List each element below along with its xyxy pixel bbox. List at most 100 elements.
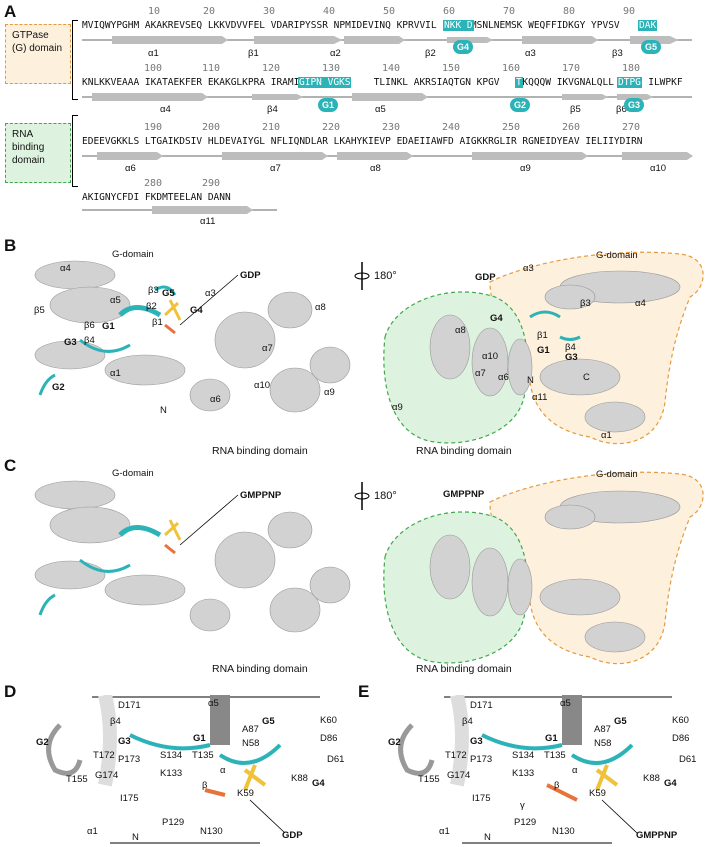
- residue-label: T172: [93, 750, 115, 761]
- g3-label: G3: [470, 736, 483, 747]
- seq-num: 250: [502, 122, 521, 133]
- residue-label: N58: [594, 738, 612, 749]
- ligand-label: GMPPNP: [636, 830, 678, 841]
- residue-label: G174: [95, 770, 119, 781]
- motif-highlight: DTPG: [617, 77, 642, 88]
- seq-num: 290: [202, 178, 221, 189]
- seq-num: 80: [563, 6, 576, 17]
- ss-label: β1: [248, 48, 259, 59]
- rna-domain-box: RNA binding domain: [5, 123, 71, 183]
- ss-label: α5: [375, 104, 386, 115]
- residue-label: γ: [520, 800, 525, 811]
- residue-label: β4: [462, 716, 473, 727]
- seq-num: 120: [262, 63, 281, 74]
- g3-label: G3: [118, 736, 131, 747]
- ss-label: β4: [565, 342, 576, 353]
- ss-label: α2: [330, 48, 341, 59]
- ss-label: α1: [601, 430, 612, 441]
- ss-label: β3: [612, 48, 623, 59]
- seq-num: 60: [443, 6, 456, 17]
- residue-label: P173: [470, 754, 493, 765]
- seq-num: 20: [203, 6, 216, 17]
- ss-label: α1: [148, 48, 159, 59]
- residue-label: N: [484, 832, 491, 843]
- ss-label: α9: [520, 163, 531, 174]
- g1-label: G1: [193, 733, 206, 744]
- g-domain-label: G-domain: [112, 468, 154, 479]
- seq-num: 70: [503, 6, 516, 17]
- residue-label: P173: [118, 754, 141, 765]
- residue-label: β: [554, 780, 560, 791]
- ligand-label: GDP: [240, 270, 261, 281]
- seq-num: 200: [202, 122, 221, 133]
- seq-text: MVIQWYPGHM AKAKREVSEQ LKKVDVVFEL VDARIPY…: [82, 20, 654, 31]
- panel-label-d: D: [4, 682, 17, 701]
- seq-num: 30: [263, 6, 276, 17]
- g5-badge: G5: [641, 40, 661, 54]
- residue-label: T155: [418, 774, 440, 785]
- rna-domain-label: RNA binding domain: [12, 129, 45, 166]
- g1-label: G1: [537, 345, 550, 356]
- seq-num: 220: [322, 122, 341, 133]
- rotate-icon: [354, 262, 370, 290]
- ss-label: β6: [84, 320, 95, 331]
- g5-label: G5: [614, 716, 627, 727]
- ss-label: α7: [475, 368, 486, 379]
- ss-label: α4: [60, 263, 71, 274]
- panel-label-c: C: [4, 456, 17, 475]
- rna-bracket: [72, 115, 78, 187]
- ss-label: α6: [125, 163, 136, 174]
- ligand-label: GDP: [282, 830, 303, 841]
- residue-label: T135: [192, 750, 214, 761]
- seq-num: 280: [144, 178, 163, 189]
- residue-label: T172: [445, 750, 467, 761]
- g3-label: G3: [64, 337, 77, 348]
- ss-label: α7: [270, 163, 281, 174]
- residue-label: α1: [439, 826, 450, 837]
- ss-label: β4: [84, 335, 95, 346]
- residue-label: N130: [200, 826, 223, 837]
- residue-label: K60: [320, 715, 337, 726]
- seq-num: 40: [323, 6, 336, 17]
- g1-badge: G1: [318, 98, 338, 112]
- residue-label: D171: [118, 700, 141, 711]
- residue-label: β: [202, 780, 208, 791]
- ss-label: α9: [392, 402, 403, 413]
- ss-label: α4: [160, 104, 171, 115]
- ss-label: α8: [455, 325, 466, 336]
- gtpase-domain-box: GTPase (G) domain: [5, 24, 71, 84]
- seq-num: 180: [622, 63, 641, 74]
- ss-label: α11: [532, 392, 548, 403]
- ss-label: α6: [210, 394, 221, 405]
- g5-label: G5: [262, 716, 275, 727]
- ligand-label: GDP: [475, 272, 496, 283]
- seq-num: 170: [562, 63, 581, 74]
- g-domain-label: G-domain: [596, 469, 638, 480]
- gtpase-domain-label: GTPase (G) domain: [12, 30, 63, 54]
- g4-label: G4: [490, 313, 503, 324]
- panel-label-b: B: [4, 236, 17, 255]
- active-site-e: [398, 695, 672, 844]
- residue-label: A87: [594, 724, 611, 735]
- motif-highlight: NKK D: [443, 20, 474, 31]
- seq-num: 230: [382, 122, 401, 133]
- seq-num: 270: [622, 122, 641, 133]
- ss-label: C: [583, 372, 590, 383]
- seq-num: 140: [382, 63, 401, 74]
- structure-c-right: [383, 471, 704, 665]
- ss-label: α1: [110, 368, 121, 379]
- ss-label: α10: [482, 351, 499, 362]
- ss-label: β3: [580, 298, 591, 309]
- ss-label: α4: [635, 298, 646, 309]
- g2-label: G2: [52, 382, 65, 393]
- secondary-structure-track: [82, 206, 277, 214]
- rna-domain-caption: RNA binding domain: [416, 445, 512, 457]
- panel-label-a: A: [4, 2, 17, 21]
- ss-label: α3: [523, 263, 534, 274]
- g1-label: G1: [102, 321, 115, 332]
- seq-num: 10: [148, 6, 161, 17]
- rna-domain-caption: RNA binding domain: [416, 663, 512, 675]
- g4-label: G4: [664, 778, 677, 789]
- structure-b-right: [383, 251, 704, 445]
- residue-label: α1: [87, 826, 98, 837]
